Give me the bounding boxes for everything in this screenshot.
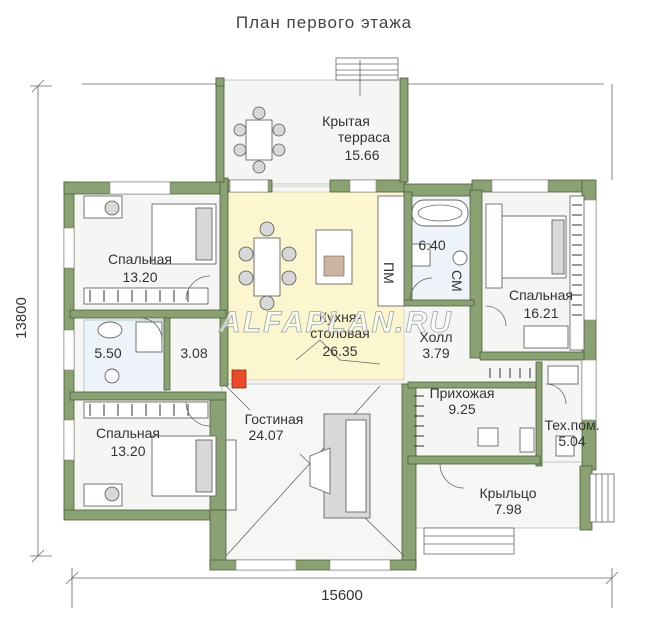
label-bath-west-area: 5.50 <box>94 345 121 361</box>
entry-furniture <box>477 427 535 453</box>
dimension-height-label: 13800 <box>13 297 30 339</box>
label-porch-area: 7.98 <box>494 501 521 517</box>
dimension-width-label: 15600 <box>321 587 363 604</box>
label-bedroom-ne-area: 16.21 <box>523 305 558 321</box>
living-furniture <box>225 413 371 519</box>
room-kitchen <box>225 191 405 381</box>
label-entry-area: 9.25 <box>448 401 475 417</box>
kitchen-counter: ПМ СМ <box>315 195 465 307</box>
washer-label: СМ <box>449 270 465 292</box>
label-tech: Тех.пом. <box>544 417 599 433</box>
label-kitchen-1: Кухня- <box>319 309 361 325</box>
kitchen-stair-line <box>295 339 381 365</box>
doors <box>139 275 567 489</box>
label-kitchen-2: столовая <box>310 325 370 341</box>
label-bedroom-nw-area: 13.20 <box>122 269 157 285</box>
bed-sw <box>83 401 217 507</box>
plan-title: План первого этажа <box>236 13 412 32</box>
label-bedroom-sw-area: 13.20 <box>110 443 145 459</box>
tech-equipment <box>547 365 579 457</box>
terrace-table <box>233 106 286 174</box>
dimension-height: 13800 <box>13 79 52 563</box>
kitchen-table <box>238 221 297 311</box>
label-kitchen-area: 26.35 <box>322 343 357 359</box>
label-corridor-west-area: 3.08 <box>180 345 207 361</box>
room-labels: Крытая терраса 15.66 Спальная 13.20 Кухн… <box>94 113 599 517</box>
terrace-steps <box>335 57 399 96</box>
porch-steps <box>423 473 615 555</box>
label-living-area: 24.07 <box>248 427 283 443</box>
dimension-width: 15600 <box>65 568 619 608</box>
label-bedroom-nw: Спальная <box>108 251 172 267</box>
watermark: ALFAPLAN.RU <box>218 306 453 339</box>
wardrobes <box>89 204 582 447</box>
bathtub <box>411 199 469 267</box>
label-bedroom-ne: Спальная <box>509 287 573 303</box>
label-porch: Крыльцо <box>479 485 536 501</box>
label-terrace-1: Крытая <box>322 113 370 129</box>
label-bath-top-area: 6.40 <box>418 237 445 253</box>
label-entry: Прихожая <box>430 385 495 401</box>
label-terrace-area: 15.66 <box>344 147 379 163</box>
dishwasher-label: ПМ <box>381 262 397 284</box>
label-bedroom-sw: Спальная <box>96 425 160 441</box>
label-terrace-2: терраса <box>338 129 390 145</box>
label-tech-area: 5.04 <box>558 433 585 449</box>
label-living: Гостиная <box>245 411 304 427</box>
label-hall-area: 3.79 <box>422 345 449 361</box>
label-hall: Холл <box>420 329 453 345</box>
bath-west-fixtures <box>97 321 163 384</box>
